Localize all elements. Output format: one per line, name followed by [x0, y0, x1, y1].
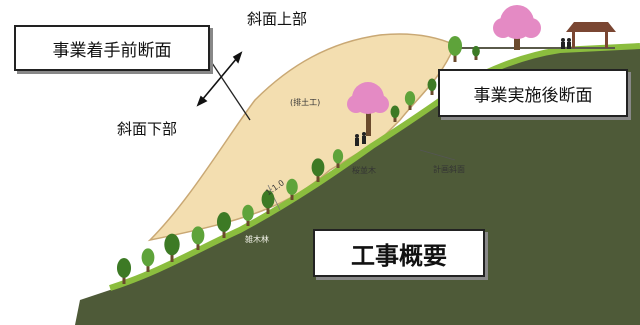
cherry-tree-plateau [493, 5, 541, 50]
tree-crown [242, 204, 254, 221]
tree-crown [311, 158, 325, 177]
people-figures [355, 38, 571, 146]
tree-crown [164, 233, 180, 256]
tree-trunk [170, 253, 174, 262]
slope-direction-arrow [196, 51, 243, 107]
tree-crown [332, 149, 344, 164]
tree-trunk [336, 162, 340, 168]
tree-trunk [430, 90, 434, 95]
tree-trunk [408, 104, 412, 110]
tree-crown [286, 178, 298, 195]
tree-crown [472, 45, 480, 57]
cherry-tree-slope [347, 82, 389, 136]
tree-trunk [316, 175, 320, 182]
planned-slope-leader [419, 149, 456, 161]
tree-trunk [474, 55, 478, 60]
tree-trunk [246, 219, 250, 226]
planned-slope-label: 計画斜面 [433, 165, 465, 174]
tree-crown [141, 248, 155, 267]
tree-crown [216, 212, 232, 232]
tree-trunk [393, 117, 397, 122]
tree-crown [447, 36, 463, 56]
tree-crown [390, 105, 400, 119]
planned-slope-ground [75, 48, 640, 325]
tree-trunk [290, 193, 294, 200]
tree-trunk [196, 243, 200, 250]
tree-trunk [266, 207, 270, 214]
coppice-label: 雑木林 [245, 235, 269, 244]
tree-group [116, 36, 480, 284]
tree-crown [427, 78, 437, 92]
overview-label: 工事概要 [313, 229, 485, 277]
tree-crown [261, 190, 275, 209]
after-section-label: 事業実施後断面 [438, 69, 628, 117]
tree-trunk [453, 54, 457, 62]
before-section-label: 事業着手前断面 [14, 25, 210, 71]
tree-trunk [122, 276, 126, 284]
tree-trunk [146, 265, 150, 272]
tree-trunk [222, 230, 226, 238]
slope-lower-label: 斜面下部 [117, 120, 178, 138]
tree-crown [116, 258, 132, 278]
tree-crown [191, 226, 205, 245]
embankment-label: (排土工) [290, 98, 321, 107]
slope-upper-label: 斜面上部 [247, 10, 308, 28]
pavilion [566, 22, 616, 48]
before-section-pointer [209, 59, 251, 121]
tree-crown [404, 91, 416, 106]
cherry-row-label: 桜並木 [352, 166, 376, 175]
